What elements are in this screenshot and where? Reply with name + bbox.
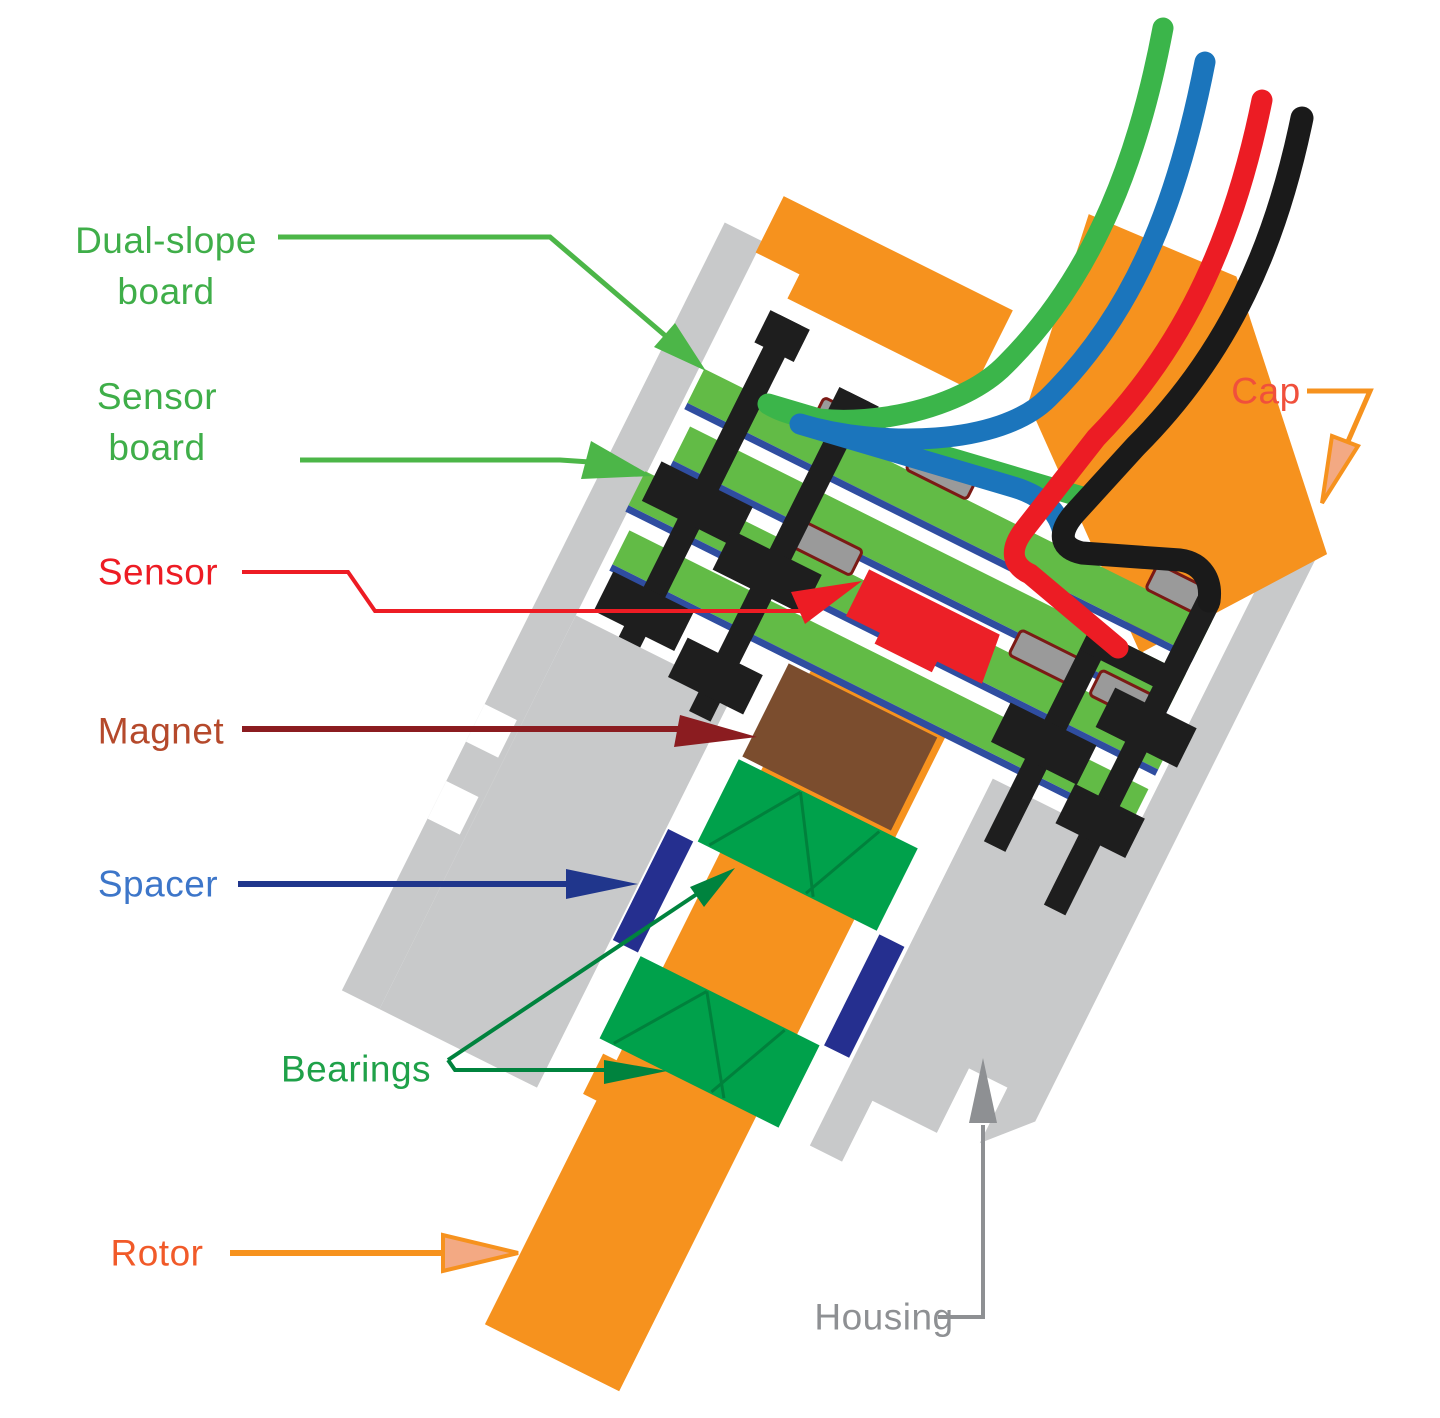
label-sensor: Sensor bbox=[97, 551, 219, 593]
screw-b-nut-2 bbox=[667, 637, 763, 715]
bearing-bottom bbox=[599, 956, 820, 1128]
cap-leader bbox=[1307, 388, 1374, 447]
sensor-board-leader bbox=[300, 457, 591, 465]
magnet-block bbox=[742, 663, 938, 831]
housing-body-left bbox=[379, 615, 734, 1088]
cap-top-plate bbox=[755, 196, 1013, 391]
sensor-board-arrowhead-icon bbox=[581, 441, 652, 479]
label-magnet: Magnet bbox=[97, 710, 225, 752]
black-wire bbox=[1051, 106, 1314, 613]
label-spacer: Spacer bbox=[97, 863, 219, 905]
screw-d-nut-1 bbox=[1095, 687, 1197, 768]
wire-bundle bbox=[757, 17, 1314, 659]
housing-leader bbox=[938, 1125, 985, 1319]
screw-a-head bbox=[754, 310, 810, 363]
label-dual-slope-line1: Dual-slope bbox=[75, 220, 257, 261]
dual-slope-layer-1 bbox=[687, 368, 1212, 656]
sensor-leader bbox=[242, 570, 800, 613]
rotor-arrowhead-icon bbox=[441, 1232, 519, 1274]
housing-arrowhead-icon bbox=[969, 1058, 997, 1123]
screw-a-shaft bbox=[618, 314, 801, 648]
screw-a-nut-1 bbox=[641, 461, 753, 547]
label-dual-slope-board: Dual-slope board bbox=[75, 215, 257, 317]
red-wire bbox=[1003, 89, 1273, 659]
label-sensor-board-line2: board bbox=[108, 427, 206, 468]
label-sensor-board-line1: Sensor bbox=[96, 376, 218, 417]
cap-arrowhead-icon bbox=[1320, 433, 1361, 505]
bearings-arrowhead-lower-icon bbox=[604, 1060, 667, 1084]
spacer-arrowhead-icon bbox=[566, 869, 638, 899]
bearings-leader-lower bbox=[446, 1058, 610, 1072]
green-wire bbox=[757, 17, 1174, 508]
leader-lines bbox=[230, 234, 1374, 1319]
label-sensor-board: Sensor board bbox=[97, 371, 217, 473]
dual-slope-arrowhead-icon bbox=[654, 323, 706, 371]
bearings-arrowhead-upper-icon bbox=[690, 868, 735, 907]
bearing-seams bbox=[613, 790, 881, 1099]
housing-notch-2 bbox=[427, 780, 479, 835]
label-cap: Cap bbox=[1231, 370, 1301, 412]
label-rotor: Rotor bbox=[110, 1232, 204, 1274]
screw-c-nut bbox=[990, 702, 1097, 785]
spacer-left bbox=[612, 829, 694, 953]
label-bearings: Bearings bbox=[280, 1048, 432, 1090]
label-dual-slope-line2: board bbox=[117, 271, 215, 312]
screw-d-nut-2 bbox=[1055, 783, 1145, 859]
dual-slope-leader bbox=[278, 234, 670, 340]
sensor-component bbox=[845, 569, 1000, 684]
label-housing: Housing bbox=[814, 1296, 954, 1338]
spacer-right bbox=[824, 934, 905, 1058]
assembly-group bbox=[341, 196, 1328, 1392]
blue-wire bbox=[789, 51, 1216, 551]
magnet-arrowhead-icon bbox=[674, 715, 757, 747]
sensor-arrowhead-icon bbox=[791, 581, 862, 624]
bearings-leader-upper bbox=[446, 890, 702, 1062]
